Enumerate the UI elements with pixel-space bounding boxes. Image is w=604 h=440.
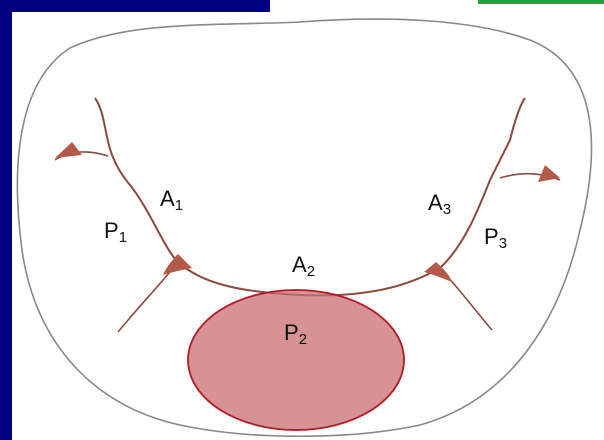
annulus-outline: [16, 18, 593, 438]
slide-frame-top-bar: [0, 0, 270, 12]
left-commissure-branch: [54, 151, 109, 161]
label-p1: P1: [104, 218, 128, 246]
label-p2: P2: [284, 320, 308, 348]
left-lower-commissure-mark: [163, 254, 192, 275]
label-p3: P3: [484, 224, 508, 252]
label-a2: A2: [292, 252, 316, 280]
right-commissure-mark: [538, 165, 560, 182]
coaptation-line: [94, 97, 526, 297]
label-a3: A3: [428, 190, 452, 218]
label-a1: A1: [160, 186, 184, 214]
slide-frame-left-bar: [0, 0, 12, 440]
left-commissure-mark: [55, 142, 82, 158]
slide-accent-bar: [478, 0, 604, 4]
highlighted-scallop: [187, 289, 405, 431]
right-lower-commissure-mark: [424, 262, 452, 282]
